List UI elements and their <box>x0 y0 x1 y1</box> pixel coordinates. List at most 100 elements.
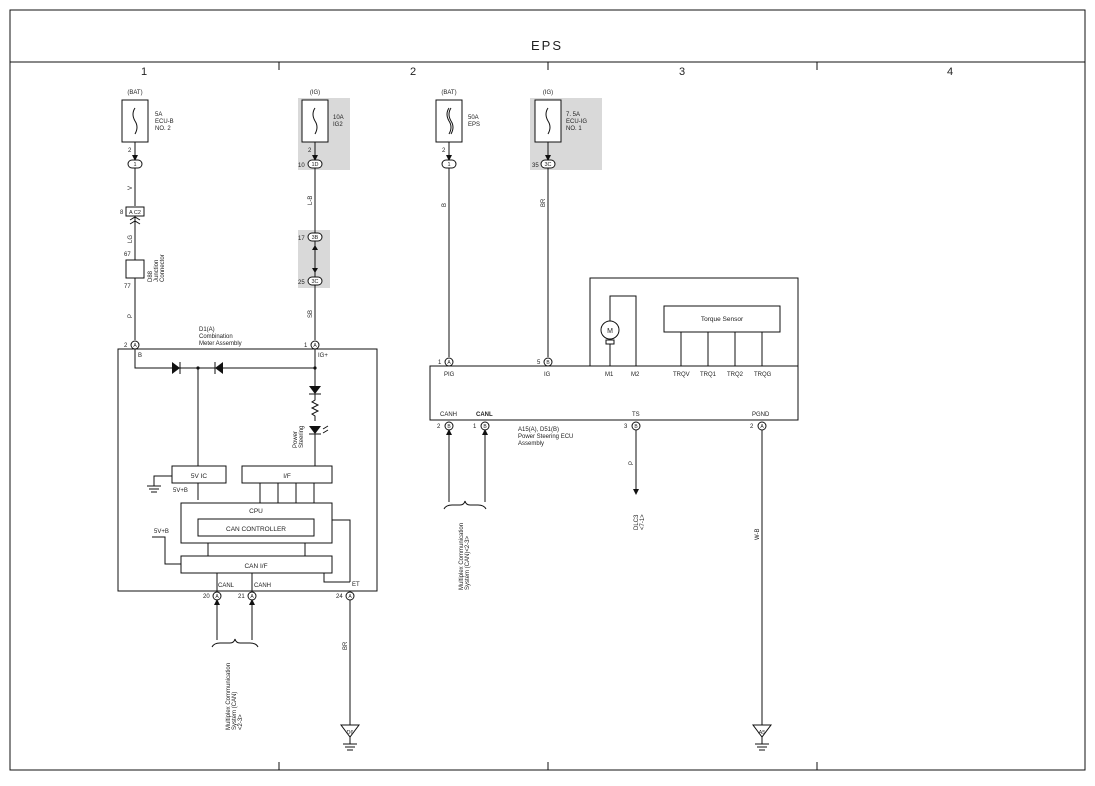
fuse-name: EPS <box>468 122 480 128</box>
pin-label: PGND <box>752 412 770 418</box>
pin-number: 5 <box>537 360 541 366</box>
can-if-supply-label: 5V+B <box>154 529 169 535</box>
pin-number: 2 <box>308 148 312 154</box>
connector-label: A C2 <box>129 210 141 216</box>
fuse-rating: 50A <box>468 115 479 121</box>
system-ref: Multiplex Communication <box>226 663 232 730</box>
internal-wire <box>134 349 315 369</box>
pin-number: 2 <box>442 148 446 154</box>
fuse-element-icon <box>312 107 318 135</box>
cpu-label: CPU <box>249 508 263 515</box>
fuse-supply: (IG) <box>543 90 553 96</box>
pin-number: 77 <box>124 284 131 290</box>
wire-color: P <box>629 461 635 465</box>
pin-conn: B <box>634 424 638 430</box>
ground-point-icon <box>340 724 360 738</box>
ground-icon <box>755 737 769 751</box>
pin-conn: A <box>760 424 764 430</box>
wire-color: V <box>128 186 134 190</box>
wire-color: BR <box>343 641 349 650</box>
ecu-title: Assembly <box>518 441 544 447</box>
column-number: 3 <box>679 66 685 78</box>
pin-label: PIG <box>444 372 455 378</box>
pin-number: 2 <box>128 148 132 154</box>
pin-number: 20 <box>203 594 210 600</box>
pin-number: 67 <box>124 252 131 258</box>
pin-number: 1 <box>304 343 308 349</box>
pin-number: 2 <box>437 424 441 430</box>
pin-label: IG <box>544 372 551 378</box>
pin-number: 1 <box>438 360 442 366</box>
pin-marker <box>543 357 553 367</box>
can-if-label: CAN I/F <box>244 563 267 570</box>
pin-label: M1 <box>605 372 614 378</box>
internal-wire <box>332 519 351 582</box>
dlc-label: DLC3 <box>634 514 640 530</box>
meter-title: Combination <box>199 334 233 340</box>
wire-color: B <box>442 203 448 207</box>
connector-label: 3C <box>544 162 551 168</box>
wire-color: SB <box>308 310 314 318</box>
ground-label: D6 <box>346 730 353 736</box>
fuse-name: NO. 1 <box>566 126 582 132</box>
ground-wire <box>153 475 172 486</box>
ground-icon <box>147 485 161 493</box>
pin-number: 3 <box>624 424 628 430</box>
fuse-name: ECU-IG <box>566 119 587 125</box>
pin-label: B <box>138 353 142 359</box>
fuse-name: ECU-B <box>155 119 174 125</box>
led-light-icon <box>322 425 329 434</box>
wire-color: L-B <box>308 196 314 205</box>
pin-number: 8 <box>120 210 124 216</box>
torque-sensor-block <box>663 305 781 333</box>
pin-label: TRQG <box>754 372 772 378</box>
pin-conn: B <box>483 424 487 430</box>
wire-color: BR <box>541 198 547 207</box>
connector-label: 3C <box>311 279 318 285</box>
diagram-title: EPS <box>531 38 563 53</box>
connector-name: D88 <box>148 270 154 282</box>
connector-name: Connector <box>160 254 166 282</box>
brace-icon <box>443 500 487 510</box>
pin-marker <box>444 357 454 367</box>
motor-icon <box>600 320 620 340</box>
pin-label: TS <box>632 412 640 418</box>
wire-color: LG <box>128 235 134 243</box>
pin-label: TRQ2 <box>727 372 744 378</box>
fuse-element-icon <box>545 107 551 135</box>
fuse-rating: 10A <box>333 115 344 121</box>
pin-number: 35 <box>532 163 539 169</box>
resistor-icon <box>310 394 320 421</box>
fuse-name: IG2 <box>333 122 343 128</box>
pin-label: CANH <box>440 412 457 418</box>
pin-label: ET <box>352 582 360 588</box>
dlc-label: <7-1> <box>640 514 646 530</box>
connector-label: 1 <box>133 162 136 168</box>
fuse-supply: (IG) <box>310 90 320 96</box>
pin-label: IG+ <box>318 353 328 359</box>
if-label: I/F <box>283 473 291 480</box>
column-number: 1 <box>141 66 147 78</box>
if-block <box>241 465 333 484</box>
pin-number: 17 <box>298 236 305 242</box>
wire-color: W-B <box>755 528 761 540</box>
pin-label: TRQV <box>673 372 690 378</box>
pin-conn: A <box>313 343 317 349</box>
ic-supply-label: 5V+B <box>173 488 188 494</box>
pin-conn: A <box>348 594 352 600</box>
combination-meter-box <box>117 348 378 592</box>
pin-label: TRQ1 <box>700 372 717 378</box>
fuse-name: NO. 2 <box>155 126 171 132</box>
pin-number: 1 <box>473 424 477 430</box>
pin-number: 25 <box>298 280 305 286</box>
connector-label: 1D <box>311 162 318 168</box>
pin-conn: A <box>215 594 219 600</box>
pin-number: 2 <box>124 343 128 349</box>
connector-label: 3B <box>312 235 319 241</box>
connector-label: 1 <box>447 162 450 168</box>
pin-number: 10 <box>298 163 305 169</box>
indicator-label: Power <box>293 431 299 448</box>
junction-connector-d88 <box>125 259 145 279</box>
internal-wire <box>152 536 181 565</box>
system-ref: System (CAN) <box>232 692 238 730</box>
